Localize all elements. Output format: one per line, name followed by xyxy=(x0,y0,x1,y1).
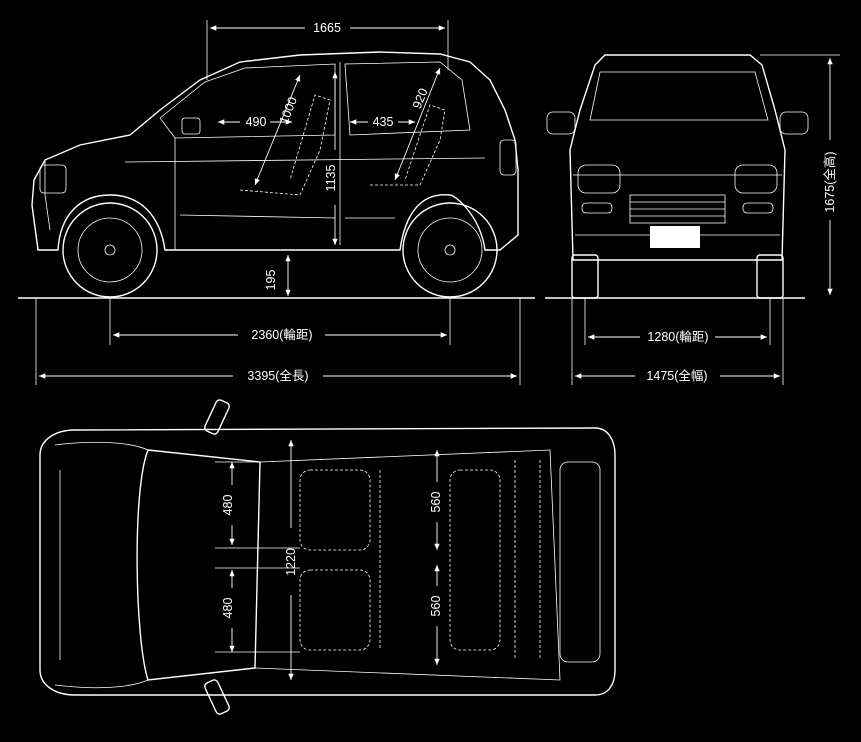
top-rear-window xyxy=(559,461,601,663)
dim-interior-height: 1135 xyxy=(324,165,338,192)
top-front-seat-left xyxy=(299,469,371,551)
dim-rear-seat-width-bottom: 560 xyxy=(429,596,443,617)
top-front-seat-right xyxy=(299,569,371,651)
side-mirror-icon xyxy=(181,117,201,135)
dim-overall-height: 1675(全高) xyxy=(822,151,837,212)
dim-rear-legroom: 435 xyxy=(373,115,394,129)
dim-seat-width-left-top: 480 xyxy=(221,495,235,516)
dim-track: 1280(輪距) xyxy=(647,329,708,344)
top-rear-bench xyxy=(449,469,501,651)
dim-roof-length: 1665 xyxy=(313,21,341,35)
front-left-tire xyxy=(571,254,599,299)
dim-front-legroom: 490 xyxy=(246,115,267,129)
front-view: 1280(輪距) 1475(全幅) 1675(全高) xyxy=(545,54,840,385)
front-right-mirror-icon xyxy=(779,111,809,135)
side-view: 1665 1000 920 490 435 1135 195 2360(輪距) … xyxy=(18,20,535,385)
front-body-outline xyxy=(569,54,786,261)
dim-seat-width-left-bottom: 480 xyxy=(221,598,235,619)
side-body-outline xyxy=(31,51,519,251)
dim-ground-clearance: 195 xyxy=(264,270,278,291)
side-front-wheel xyxy=(62,202,158,298)
dim-front-headroom: 1000 xyxy=(277,95,300,126)
top-right-mirror-icon xyxy=(204,679,230,715)
dim-overall-width: 1475(全幅) xyxy=(646,368,707,383)
front-left-headlight-icon xyxy=(577,164,621,194)
dim-rear-seat-width-top: 560 xyxy=(429,492,443,513)
front-right-headlight-icon xyxy=(734,164,778,194)
front-left-mirror-icon xyxy=(546,111,576,135)
side-rear-wheel xyxy=(402,202,498,298)
license-plate xyxy=(650,226,700,248)
top-body-outline xyxy=(39,427,616,696)
top-view: 480 480 1220 560 560 xyxy=(39,399,616,715)
dim-interior-width: 1220 xyxy=(284,548,298,576)
dim-overall-length: 3395(全長) xyxy=(247,368,308,383)
dim-wheelbase: 2360(輪距) xyxy=(251,327,312,342)
top-windshield xyxy=(136,449,261,681)
top-roof xyxy=(254,449,561,681)
top-left-mirror-icon xyxy=(204,399,230,435)
front-right-tire xyxy=(756,254,784,299)
dim-rear-headroom: 920 xyxy=(410,86,431,111)
